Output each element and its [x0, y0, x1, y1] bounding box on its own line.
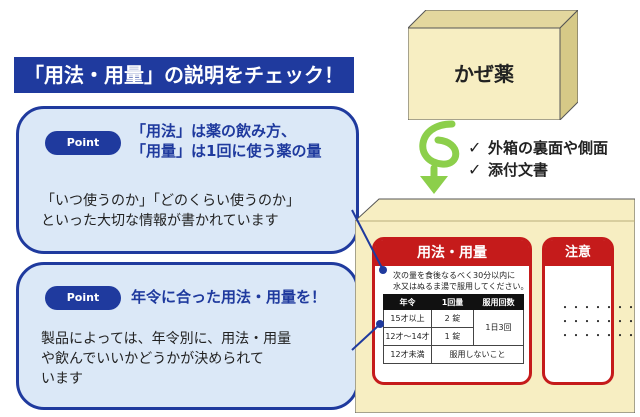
point-callout-usage: Point 「用法」は薬の飲み方、 「用量」は1回に使う薬の量 「いつ使うのか」… — [16, 106, 359, 254]
page-title: 「用法・用量」の説明をチェック！ — [14, 57, 354, 93]
instruction-line2: 水又はぬるま湯で服用してください。 — [393, 282, 529, 291]
medicine-box-icon — [408, 10, 578, 120]
caution-dots: ・・・・・・・・ — [560, 303, 640, 314]
callout-body-line1: 「いつ使うのか」「どのくらい使うのか」 — [41, 193, 300, 209]
callout-heading: 年令に合った用法・用量を！ — [131, 288, 327, 306]
callout-body-line2: といった大切な情報が書かれています — [41, 213, 279, 229]
usage-panel-header: 用法・用量 — [375, 240, 529, 266]
point-callout-age: Point 年令に合った用法・用量を！ 製品によっては、年令別に、用法・用量 や… — [16, 262, 359, 410]
callout-body: 製品によっては、年令別に、用法・用量 や飲んでいいかどうかが決められて います — [41, 329, 291, 389]
medicine-box-label: かぜ薬 — [454, 62, 514, 86]
table-row: 12才未満 服用しないこと — [383, 345, 524, 364]
table-header-age: 年令 — [383, 294, 432, 310]
callout-body: 「いつ使うのか」「どのくらい使うのか」 といった大切な情報が書かれています — [41, 191, 300, 231]
checklist: ✓外箱の裏面や側面 ✓添付文書 — [468, 137, 608, 181]
caution-dots: ・・・・・・・・ — [560, 317, 640, 328]
caution-dots: ・・・・・・・・ — [560, 331, 640, 342]
check-icon: ✓ — [468, 138, 482, 157]
callout-heading-line1: 「用法」は薬の飲み方、 — [131, 122, 297, 140]
point-badge: Point — [45, 286, 121, 310]
dosage-table: 年令 1回量 服用回数 15才以上 2 錠 1日3回 12才～14才 1 錠 1… — [383, 294, 524, 364]
check-icon: ✓ — [468, 160, 482, 179]
table-row: 12才～14才 1 錠 — [383, 327, 524, 346]
caution-panel-header: 注意 — [545, 240, 611, 266]
callout-body-line3: います — [41, 371, 83, 387]
frequency-cell: 1日3回 — [473, 309, 524, 346]
table-row: 15才以上 2 錠 1日3回 — [383, 309, 524, 346]
caution-panel: 注意 — [542, 237, 614, 385]
callout-heading-line2: 「用量」は1回に使う薬の量 — [131, 142, 322, 160]
callout-body-line2: や飲んでいいかどうかが決められて — [41, 351, 264, 367]
callout-body-line1: 製品によっては、年令別に、用法・用量 — [41, 331, 292, 347]
point-badge: Point — [45, 131, 121, 155]
checklist-item: ✓外箱の裏面や側面 — [468, 138, 609, 157]
curved-arrow-icon — [419, 120, 460, 194]
table-header-dose: 1回量 — [431, 294, 474, 310]
checklist-item: ✓添付文書 — [468, 160, 549, 179]
callout-heading: 「用法」は薬の飲み方、 「用量」は1回に使う薬の量 — [131, 121, 321, 161]
instruction-line1: 次の量を食後なるべく30分以内に — [393, 271, 516, 280]
